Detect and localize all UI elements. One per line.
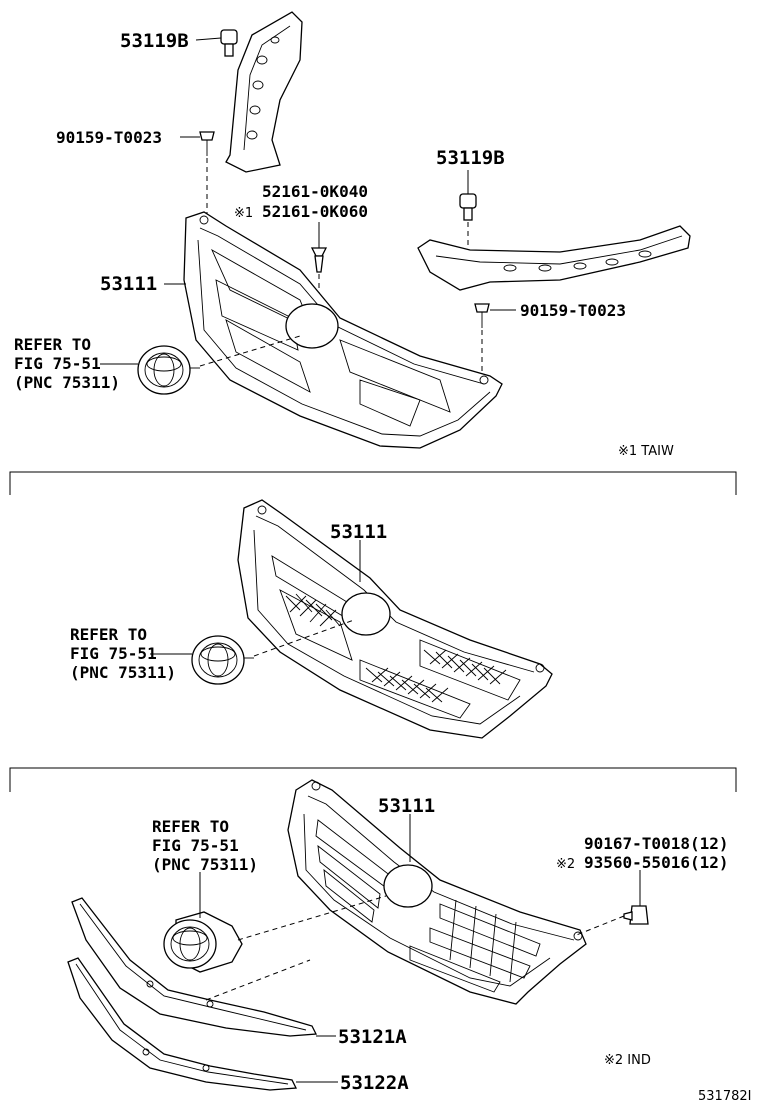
radiator-grille-2 [237,499,553,739]
label-refer-3-line2: FIG 75-51 [152,836,239,855]
emblem-1 [137,345,200,395]
bracket-clip-upper [220,29,238,57]
label-bracket-clip-right: 53119B [436,147,505,169]
label-screw-upper: 90159-T0023 [56,128,162,147]
emblem-3 [163,911,243,973]
emblem-2 [191,635,254,685]
section-3: 53111 REFER TO FIG 75-51 (PNC 75311) 901… [67,779,729,1094]
moulding-upper [71,897,318,1037]
bracket-clip-right [459,193,477,221]
label-moulding-upper: 53121A [338,1026,407,1048]
label-fastener-b-mark: ※2 [556,857,575,872]
upper-bracket-right [417,225,691,291]
footnote-1: ※1 TAIW [618,444,674,459]
screw-right [474,303,490,328]
upper-bracket-left [225,11,303,173]
label-refer-2-line3: (PNC 75311) [70,663,176,682]
section-1: 53119B 90159-T0023 52161-0K040 ※1 52161-… [14,11,691,459]
label-refer-1-line2: FIG 75-51 [14,354,101,373]
label-grille-2: 53111 [330,521,387,543]
section-separator-2 [9,767,737,792]
label-refer-1-line3: (PNC 75311) [14,373,120,392]
radiator-grille-3 [287,779,587,1005]
label-grille-1: 53111 [100,273,157,295]
screw-upper [199,131,215,156]
label-moulding-lower: 53122A [340,1072,409,1094]
label-clip-a: 52161-0K040 [262,182,368,201]
clip-52161 [310,247,328,273]
label-refer-2-line1: REFER TO [70,625,147,644]
label-refer-3-line3: (PNC 75311) [152,855,258,874]
label-clip-b-mark: ※1 [234,206,253,221]
label-screw-right: 90159-T0023 [520,301,626,320]
illustration-id: 531782I [698,1089,751,1104]
label-fastener-b: 93560-55016(12) [584,853,729,872]
label-fastener-a: 90167-T0018(12) [584,834,729,853]
footnote-2: ※2 IND [604,1053,651,1068]
section-2: 53111 REFER TO FIG 75-51 (PNC 75311) [70,499,553,739]
fastener-right [623,905,649,925]
label-clip-b: 52161-0K060 [262,202,368,221]
section-separator-1 [9,471,737,495]
label-grille-3: 53111 [378,795,435,817]
label-refer-1-line1: REFER TO [14,335,91,354]
radiator-grille-1 [183,211,503,449]
label-bracket-clip-upper: 53119B [120,30,189,52]
moulding-lower [67,957,298,1091]
label-refer-2-line2: FIG 75-51 [70,644,157,663]
label-refer-3-line1: REFER TO [152,817,229,836]
